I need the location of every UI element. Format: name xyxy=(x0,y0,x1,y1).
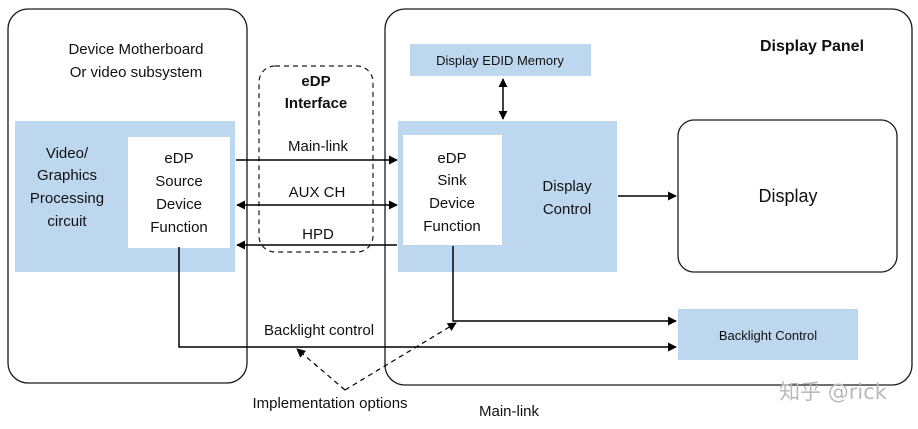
hpd-label: HPD xyxy=(302,226,334,243)
video-graphics-line1: Video/ xyxy=(46,145,89,162)
sink-function-line2: Sink xyxy=(437,172,467,189)
backlight-control-link-label: Backlight control xyxy=(264,322,374,339)
source-function-line2: Source xyxy=(155,173,203,190)
source-function-line4: Function xyxy=(150,219,208,236)
sink-function-line3: Device xyxy=(429,195,475,212)
aux-channel-label: AUX CH xyxy=(289,184,346,201)
interface-title-line2: Interface xyxy=(285,95,348,112)
backlight-control-label: Backlight Control xyxy=(719,328,817,343)
video-graphics-line4: circuit xyxy=(47,213,87,230)
edid-memory-label: Display EDID Memory xyxy=(436,53,564,68)
option-arrow-sink xyxy=(344,322,457,391)
main-link-label: Main-link xyxy=(288,138,349,155)
edp-interface-box xyxy=(258,65,374,253)
display-panel-title: Display Panel xyxy=(760,38,864,55)
motherboard-title-line1: Device Motherboard xyxy=(68,41,203,58)
interface-title-line1: eDP xyxy=(301,73,330,90)
video-graphics-line2: Graphics xyxy=(37,167,97,184)
implementation-options-label: Implementation options xyxy=(252,395,407,412)
sink-function-line4: Function xyxy=(423,218,481,235)
display-block xyxy=(677,119,898,273)
source-function-line3: Device xyxy=(156,196,202,213)
sink-function-block xyxy=(403,135,502,245)
display-control-line1: Display xyxy=(542,178,592,195)
video-graphics-line3: Processing xyxy=(30,190,104,207)
motherboard-title-line2: Or video subsystem xyxy=(70,64,203,81)
source-function-block xyxy=(128,137,230,248)
backlight-control-block xyxy=(678,309,858,360)
watermark-text: 知乎 @rick xyxy=(779,380,888,404)
sink-function-line1: eDP xyxy=(437,150,466,167)
source-backlight-path xyxy=(178,247,677,352)
motherboard-container xyxy=(7,8,248,384)
sink-backlight-path xyxy=(452,246,677,326)
display-panel-container xyxy=(384,8,913,386)
source-function-line1: eDP xyxy=(164,150,193,167)
edid-memory-block xyxy=(410,44,591,76)
display-control-line2: Control xyxy=(543,201,591,218)
display-label: Display xyxy=(758,186,817,206)
option-arrow-source xyxy=(296,348,346,391)
main-link-bottom-label: Main-link xyxy=(479,403,540,420)
